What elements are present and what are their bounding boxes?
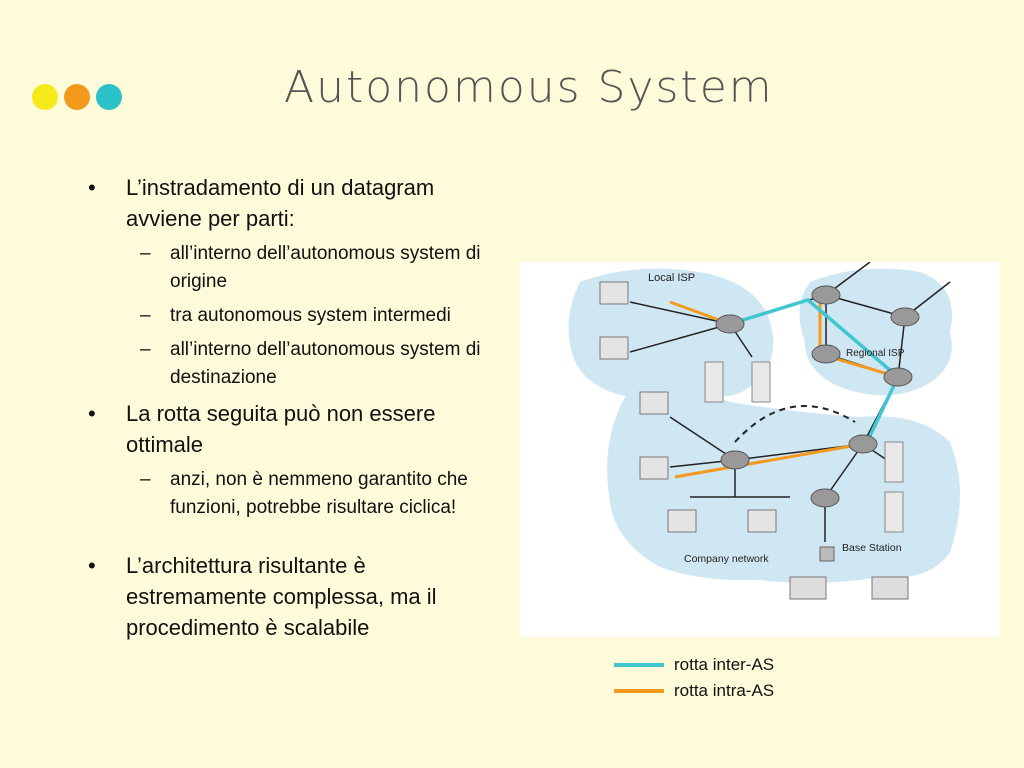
yellow-dot-icon: [32, 84, 58, 110]
local-isp-label: Local ISP: [648, 272, 695, 284]
sub-bullet-item: tra autonomous system intermedi: [88, 302, 508, 330]
computer-icon: [747, 509, 777, 533]
bullet-item: La rotta seguita può non essere ottimale: [88, 398, 508, 460]
computer-icon: [599, 281, 629, 305]
router-icon: [848, 434, 878, 454]
sub-bullet-item: all’interno dell’autonomous system di de…: [88, 336, 508, 392]
legend-label: rotta intra-AS: [674, 681, 775, 700]
server-icons: [704, 361, 904, 533]
server-icon: [884, 441, 904, 483]
company-network-label: Company network: [684, 553, 769, 565]
computer-icon: [639, 456, 669, 480]
bullet-item: L’instradamento di un datagram avviene p…: [88, 172, 508, 234]
slide-title: Autonomous System: [284, 62, 774, 113]
router-icon: [890, 307, 920, 327]
laptop-icon: [789, 576, 827, 600]
router-icon: [883, 367, 913, 387]
server-icon: [751, 361, 771, 403]
server-icon: [704, 361, 724, 403]
computer-icon: [599, 336, 629, 360]
regional-isp-label: Regional ISP: [846, 348, 905, 359]
local-isp-cloud: [568, 268, 774, 404]
legend-swatch-icon: [614, 689, 664, 693]
sub-bullet-item: anzi, non è nemmeno garantito che funzio…: [88, 466, 508, 522]
legend-item-intra-as: rotta intra-AS: [614, 678, 774, 704]
router-icons: [715, 285, 920, 508]
server-icon: [884, 491, 904, 533]
laptop-icons: [789, 576, 909, 600]
inter-as-route: [729, 298, 901, 441]
router-icon: [811, 285, 841, 305]
base-station-icon: [819, 546, 835, 562]
router-icon: [720, 450, 750, 470]
router-icon: [715, 314, 745, 334]
teal-dot-icon: [96, 84, 122, 110]
legend-label: rotta inter-AS: [674, 655, 775, 674]
sub-bullet-item: all’interno dell’autonomous system di or…: [88, 240, 508, 296]
computer-icons: [599, 281, 777, 533]
laptop-icon: [871, 576, 909, 600]
router-icon: [810, 488, 840, 508]
legend: rotta inter-AS rotta intra-AS: [614, 652, 774, 704]
bullet-item: L’architettura risultante è estremamente…: [88, 550, 508, 643]
legend-item-inter-as: rotta inter-AS: [614, 652, 774, 678]
title-dots: [32, 84, 122, 110]
network-diagram: Local ISP Regional ISP Company network B…: [520, 262, 1000, 637]
legend-swatch-icon: [614, 663, 664, 667]
bullet-list: L’instradamento di un datagram avviene p…: [88, 172, 508, 649]
orange-dot-icon: [64, 84, 90, 110]
router-icon: [811, 344, 841, 364]
computer-icon: [667, 509, 697, 533]
base-station-label: Base Station: [842, 542, 902, 554]
computer-icon: [639, 391, 669, 415]
